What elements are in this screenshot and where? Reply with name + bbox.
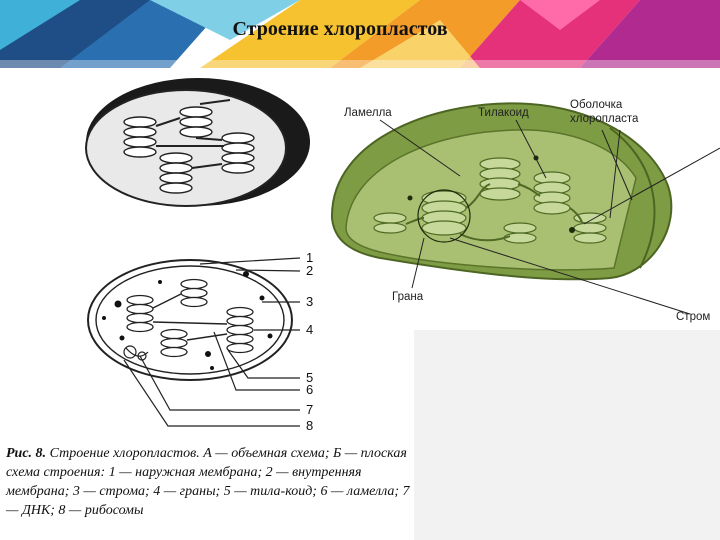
caption-text: Строение хлоропластов. А — объемная схем… (6, 446, 410, 518)
number-4: 4 (306, 322, 313, 337)
label-envelope-line1: Оболочка (570, 99, 623, 111)
number-6: 6 (306, 382, 313, 397)
number-1: 1 (306, 250, 313, 265)
part-numbers: 1 2 3 4 5 6 7 8 (306, 250, 313, 433)
flat-scheme (87, 257, 301, 427)
number-5: 5 (306, 370, 313, 385)
label-grana: Грана (392, 291, 424, 303)
number-3: 3 (306, 294, 313, 309)
label-stroma: Стром (676, 311, 710, 323)
figure-caption: Рис. 8. Строение хлоропластов. А — объем… (6, 444, 416, 520)
caption-heading: Рис. 8. (6, 446, 47, 461)
number-8: 8 (306, 418, 313, 433)
lamellae (405, 183, 583, 242)
number-7: 7 (306, 402, 313, 417)
label-thylakoid: Тилакоид (478, 107, 529, 119)
background-panel (414, 330, 720, 540)
volumetric-scheme (85, 78, 310, 207)
label-envelope-line2: хлоропласта (570, 113, 639, 125)
chloroplast-illustration: Ламелла Тилакоид Оболочка хлоропласта Гр… (330, 90, 720, 330)
chloroplast-schematic: 1 2 3 4 5 6 7 8 (85, 78, 313, 433)
grana-stacks (373, 157, 607, 244)
number-2: 2 (306, 263, 313, 278)
decorative-banner (0, 0, 720, 68)
label-lamella: Ламелла (344, 107, 392, 119)
slide-title: Строение хлоропластов (232, 18, 448, 40)
